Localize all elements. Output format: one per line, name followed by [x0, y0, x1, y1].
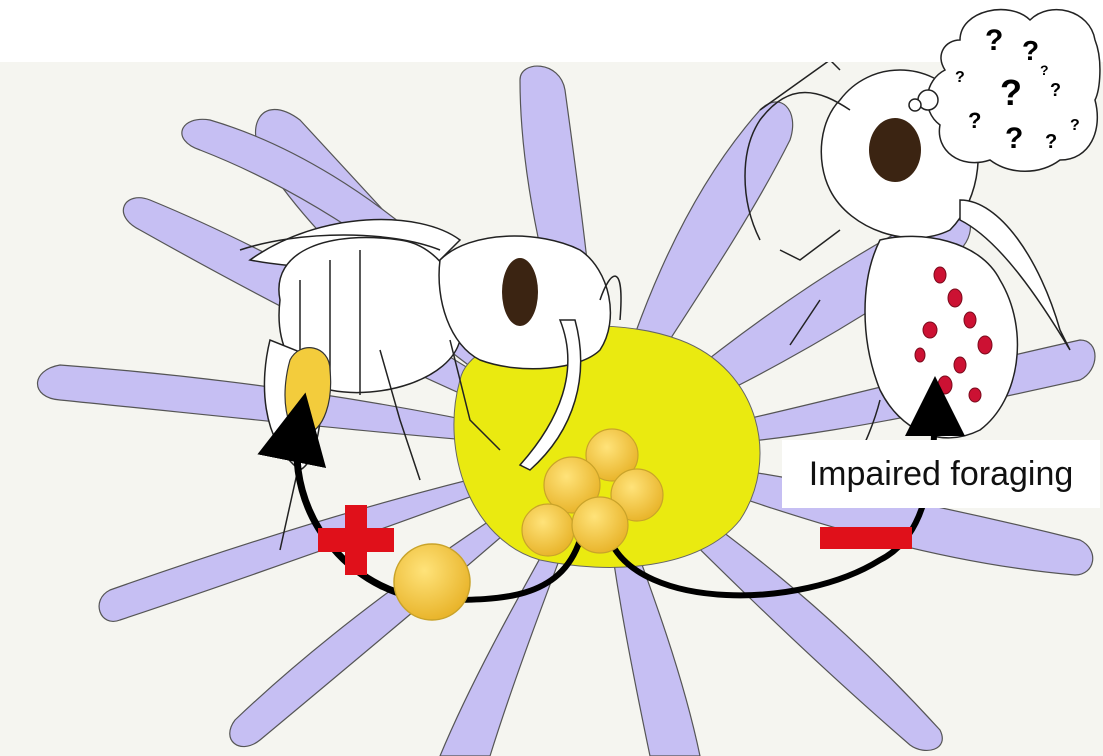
question-mark: ? — [1070, 117, 1080, 134]
question-mark: ? — [985, 24, 1003, 57]
question-mark: ? — [955, 69, 965, 86]
infected-bee-eye — [869, 118, 921, 182]
pollen-grain — [522, 504, 574, 556]
question-mark: ? — [1000, 72, 1022, 113]
question-mark: ? — [1040, 62, 1049, 78]
question-mark: ? — [1045, 131, 1057, 153]
healthy-bee-eye — [502, 258, 538, 326]
question-mark: ? — [1022, 35, 1039, 66]
top-band — [0, 0, 930, 62]
pollen-grain-transferred — [394, 544, 470, 620]
question-mark: ? — [968, 108, 981, 133]
pollen-grain — [572, 497, 628, 553]
question-mark: ? — [1005, 122, 1023, 155]
impaired-foraging-text: Impaired foraging — [809, 455, 1074, 494]
question-mark: ? — [1050, 80, 1061, 100]
negative-sign — [820, 527, 912, 549]
impaired-foraging-label: Impaired foraging — [782, 440, 1100, 508]
